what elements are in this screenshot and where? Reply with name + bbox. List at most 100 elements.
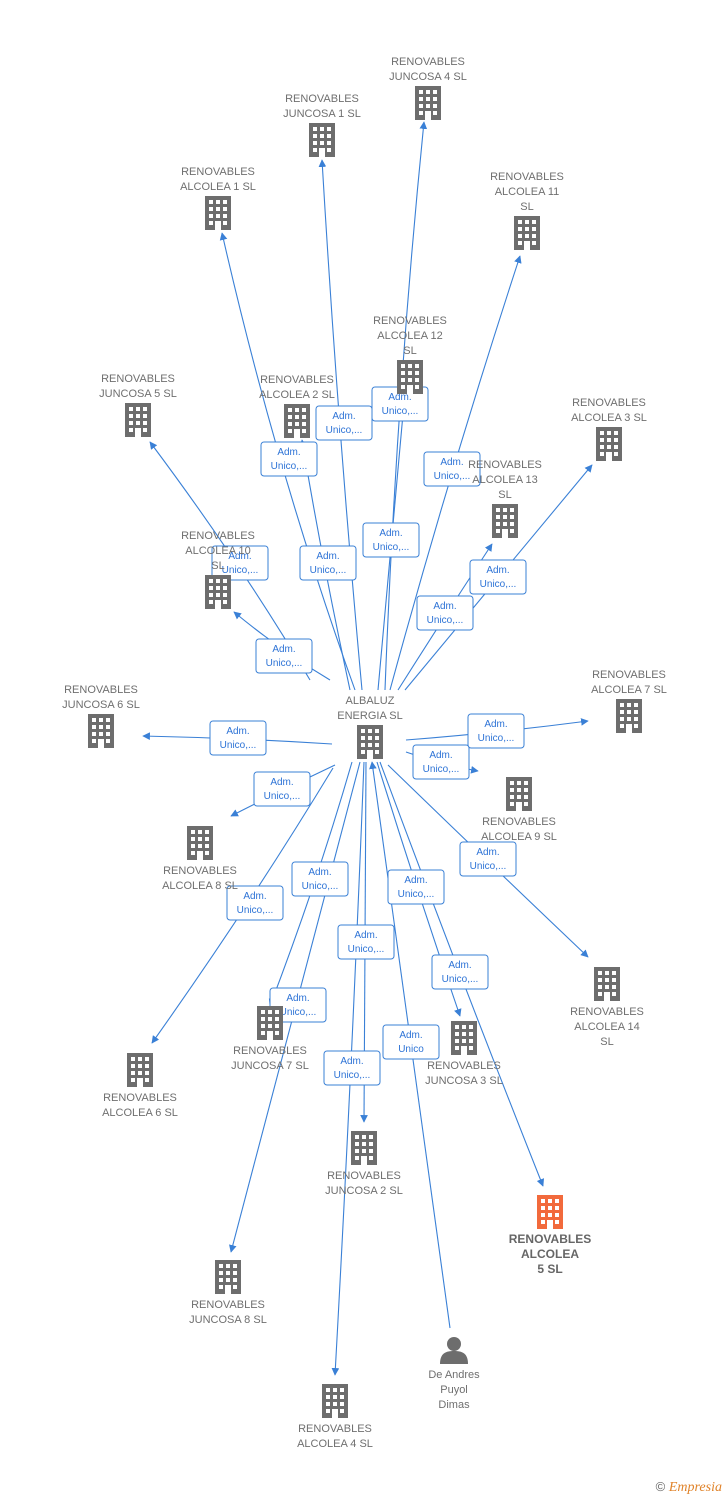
building-icon (351, 1131, 377, 1165)
role-box-alcolea10[interactable]: Adm. Unico,... (255, 638, 313, 674)
footer: © Empresia (656, 1479, 722, 1496)
role-box-alcolea12[interactable]: Adm.Unico,... (362, 522, 420, 558)
role-box-alcolea6[interactable]: Adm.Unico,... (226, 885, 284, 921)
role-box-juncosa5[interactable]: Adm.Unico,... (211, 545, 269, 581)
role-box-alcolea14[interactable]: Adm.Unico,... (459, 841, 517, 877)
role-box-juncosa3[interactable]: Adm. Unico,... (387, 869, 445, 905)
roles-layer: Adm. Unico,... Adm. Unico,... Adm. Unico,... A… (209, 386, 527, 1086)
role-box-alcolea3[interactable]: Adm.Unico,... (469, 559, 527, 595)
node-label: RENOVABLES (191, 1299, 265, 1311)
building-icon (205, 196, 231, 230)
role-box-alcolea8[interactable]: Adm. Unico,... (253, 771, 311, 807)
role-box-border (387, 869, 445, 905)
node-label: RENOVABLES (181, 530, 255, 542)
role-text: Unico,... (427, 615, 464, 626)
role-box-alcolea9[interactable]: Adm.Unico,... (412, 744, 470, 780)
role-box-juncosa8[interactable]: Adm.Unico,... (269, 987, 327, 1023)
role-box-alcolea1[interactable]: Adm.Unico,... (260, 441, 318, 477)
building-icon (492, 504, 518, 538)
role-box-alcolea4[interactable]: Adm.Unico,... (323, 1050, 381, 1086)
role-box-alcolea13[interactable]: Adm.Unico,... (416, 595, 474, 631)
role-box-border (260, 441, 318, 477)
role-box-juncosa1[interactable]: Adm.Unico,... (315, 405, 373, 441)
role-box-alcolea5[interactable]: Adm.Unico,... (431, 954, 489, 990)
role-box-border (253, 771, 311, 807)
role-box-juncosa2[interactable]: Adm.Unico,... (337, 924, 395, 960)
node-label: JUNCOSA 1 SL (283, 108, 361, 120)
building-icon (88, 714, 114, 748)
role-box-border (467, 713, 525, 749)
role-text: Unico,... (264, 791, 301, 802)
role-box-juncosa6[interactable]: Adm.Unico,... (209, 720, 267, 756)
role-box-border (423, 451, 481, 487)
role-text: Adm. (404, 875, 427, 886)
role-text: Adm. (270, 777, 293, 788)
role-box-juncosa4[interactable]: Adm.Unico,... (371, 386, 429, 422)
node-label: ALCOLEA 2 SL (259, 389, 335, 401)
role-text: Adm. (440, 457, 463, 468)
role-text: Unico,... (470, 861, 507, 872)
role-text: Adm. (484, 719, 507, 730)
node-label: SL (403, 345, 416, 357)
role-text: Unico,... (310, 565, 347, 576)
role-box-alcolea2[interactable]: Adm.Unico,... (299, 545, 357, 581)
role-box-alcolea11[interactable]: Adm.Unico,... (423, 451, 481, 487)
role-box-border (323, 1050, 381, 1086)
role-text: Unico,... (220, 740, 257, 751)
role-text: Unico,... (423, 764, 460, 775)
building-icon (284, 404, 310, 438)
building-icon (596, 427, 622, 461)
building-icon (127, 1053, 153, 1087)
role-text: Unico,... (266, 658, 303, 669)
role-text: Adm. (272, 644, 295, 655)
role-box-border (209, 720, 267, 756)
role-text: Unico,... (237, 905, 274, 916)
building-icon (506, 777, 532, 811)
brand-logo[interactable]: Empresia (668, 1480, 722, 1495)
node-label: ALCOLEA 3 SL (571, 412, 647, 424)
node-label: RENOVABLES (570, 1006, 644, 1018)
building-icon (187, 826, 213, 860)
role-box-alcolea7[interactable]: Adm.Unico,... (467, 713, 525, 749)
building-icon (514, 216, 540, 250)
role-box-deandres[interactable]: Adm.Unico (382, 1024, 440, 1060)
node-label: RENOVABLES (509, 1232, 591, 1246)
node-juncosa1[interactable]: RENOVABLES JUNCOSA 1 SL (283, 93, 361, 157)
node-label: RENOVABLES (468, 459, 542, 471)
role-box-border (362, 522, 420, 558)
role-box-border (382, 1024, 440, 1060)
role-text: Adm. (340, 1056, 363, 1067)
role-text: Unico,... (302, 881, 339, 892)
node-label: RENOVABLES (285, 93, 359, 105)
node-label: RENOVABLES (103, 1092, 177, 1104)
person-icon (440, 1337, 468, 1364)
role-text: Unico,... (398, 889, 435, 900)
role-box-juncosa7[interactable]: Adm.Unico,... (291, 861, 349, 897)
role-box-border (226, 885, 284, 921)
role-text: Unico,... (442, 974, 479, 985)
building-icon (215, 1260, 241, 1294)
